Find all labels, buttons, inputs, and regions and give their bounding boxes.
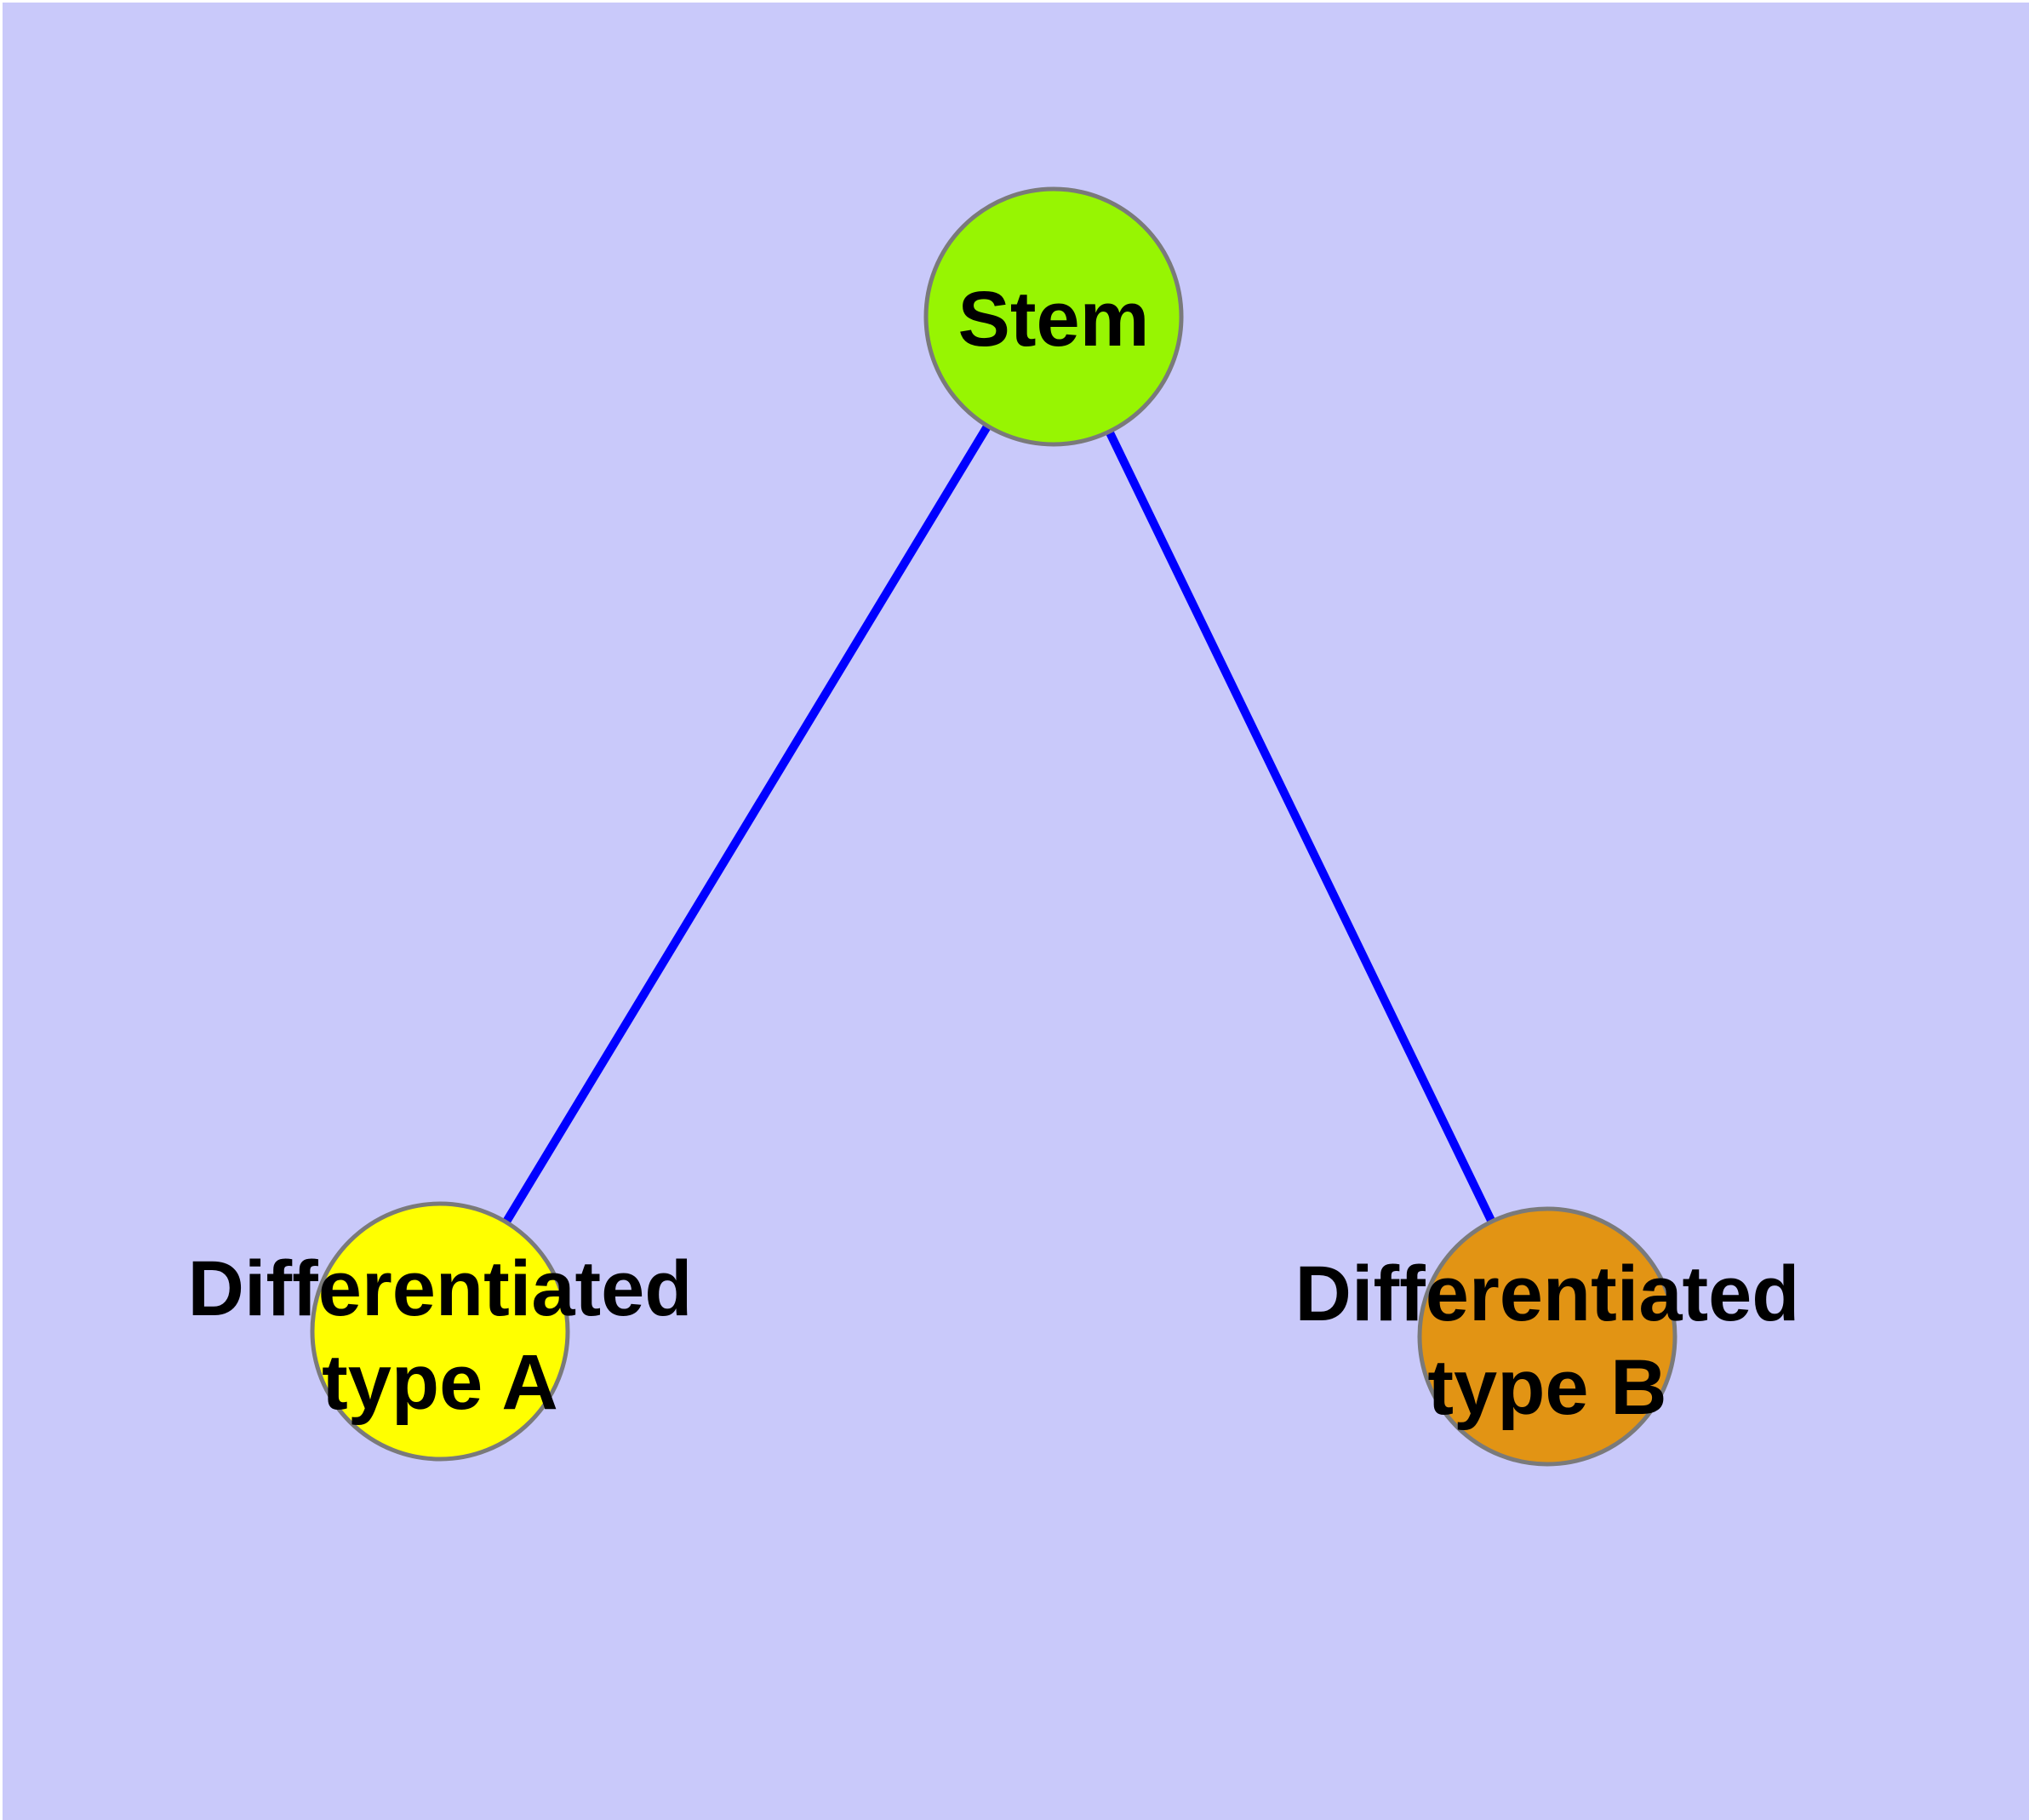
- node-stem-label: Stem: [958, 276, 1150, 363]
- node-type-b-label-line1: Differentiated: [1295, 1251, 1800, 1337]
- node-type-a: Differentiated type A: [188, 1201, 693, 1462]
- node-type-a-circle: [310, 1201, 570, 1462]
- node-type-b-label-line2: type B: [1427, 1344, 1666, 1431]
- edge-stem-to-type-b: [1049, 314, 1552, 1339]
- node-stem-circle: [923, 186, 1184, 447]
- edge-stem-to-type-a: [436, 314, 1058, 1334]
- node-stem: Stem: [923, 186, 1184, 447]
- node-type-b: Differentiated type B: [1295, 1206, 1800, 1467]
- node-type-a-label-line2: type A: [322, 1339, 558, 1426]
- node-type-b-circle: [1417, 1206, 1677, 1467]
- node-type-a-label-line1: Differentiated: [188, 1245, 693, 1332]
- edge-group: [436, 314, 1552, 1339]
